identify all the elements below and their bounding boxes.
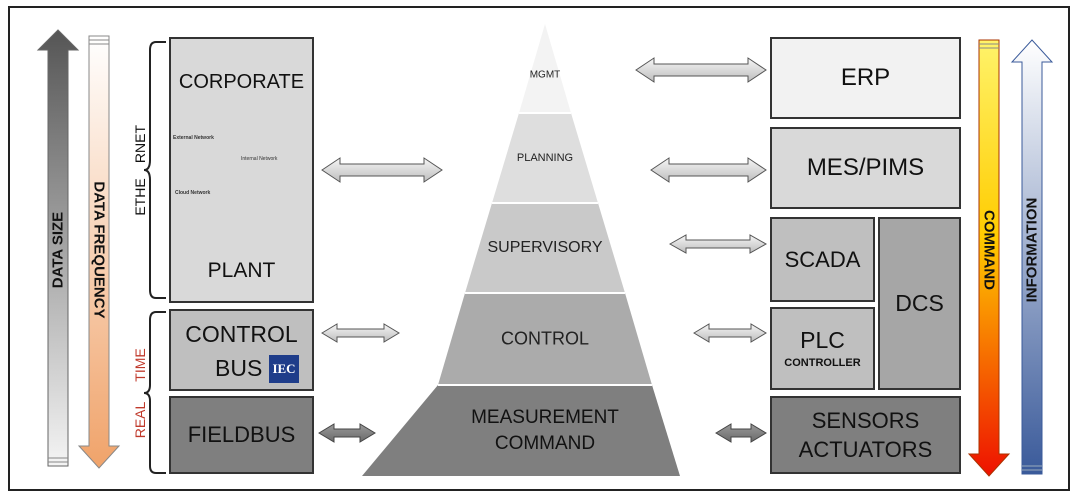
realtime-label-left: REAL: [132, 401, 148, 439]
plc-controller-label: CONTROLLER: [784, 357, 861, 370]
iec-logo-icon: IEC: [269, 355, 299, 383]
sensors-label: SENSORS: [811, 407, 920, 433]
pyramid-level-supervisory: [465, 203, 625, 293]
corporate-planning-arrow: [321, 157, 443, 183]
pyramid-level-planning: [492, 113, 598, 203]
realtime-label-right: TIME: [132, 348, 148, 382]
mes-pims-label: MES/PIMS: [806, 154, 925, 182]
ethernet-label-left: ETHE: [132, 178, 148, 216]
corporate-label: CORPORATE: [178, 71, 305, 93]
fieldbus-label: FIELDBUS: [187, 422, 296, 448]
internal-network-label: Internal Network: [241, 156, 278, 162]
measurement-sensors-arrow: [715, 423, 767, 443]
supervisory-scada-arrow: [668, 234, 768, 254]
ethernet-label-right: RNET: [132, 124, 148, 164]
dcs-box: DCS: [878, 217, 961, 390]
plc-label: PLC: [800, 326, 845, 353]
pyramid-label-supervisory: SUPERVISORY: [487, 239, 603, 256]
actuators-label: ACTUATORS: [798, 437, 933, 462]
data-frequency-arrow: [77, 35, 121, 469]
sensors-actuators-box: SENSORS ACTUATORS: [770, 396, 961, 474]
information-arrow-stripes: [1022, 465, 1042, 471]
control-bus-box: CONTROL BUS IEC: [169, 309, 314, 391]
scada-label: SCADA: [784, 246, 861, 272]
fieldbus-box: FIELDBUS: [169, 396, 314, 474]
erp-box: ERP: [770, 37, 961, 119]
mgmt-erp-arrow: [635, 57, 767, 83]
mes-pims-box: MES/PIMS: [770, 127, 961, 209]
dcs-label: DCS: [895, 290, 944, 317]
command-arrow-stripes: [979, 43, 999, 49]
data-frequency-label: DATA FREQUENCY: [90, 181, 108, 319]
command-label: COMMAND: [980, 210, 998, 290]
pyramid-label-control: CONTROL: [500, 328, 590, 349]
data-size-label: DATA SIZE: [49, 211, 67, 289]
pyramid-level-control: [438, 293, 652, 385]
pyramid-level-measurement: [362, 385, 680, 476]
controlbus-control-arrow: [321, 323, 400, 343]
pyramid-label-command: COMMAND: [494, 433, 596, 454]
pyramid: [362, 24, 680, 476]
external-network-label: External Network: [173, 135, 214, 141]
planning-mes-arrow: [650, 157, 767, 183]
command-arrow: [967, 39, 1011, 477]
control-plc-arrow: [693, 323, 767, 343]
scada-box: SCADA: [770, 217, 875, 302]
pyramid-level-mgmt: [519, 24, 571, 113]
data-frequency-arrow-stripes: [89, 39, 109, 45]
plant-label: PLANT: [207, 259, 276, 282]
pyramid-label-mgmt: MGMT: [529, 69, 561, 81]
diagram-frame: [8, 6, 1070, 491]
information-label: INFORMATION: [1023, 197, 1041, 303]
fieldbus-measurement-arrow: [318, 423, 376, 443]
information-arrow: [1010, 39, 1054, 475]
realtime-bracket: [143, 311, 166, 474]
control-bus-line2: BUS: [215, 355, 263, 381]
plc-box: PLC CONTROLLER: [770, 307, 875, 390]
data-size-arrow-stripes: [48, 457, 68, 463]
ethernet-bracket: [143, 41, 166, 299]
erp-label: ERP: [840, 64, 891, 92]
data-size-arrow: [36, 29, 80, 467]
corporate-plant-box: CORPORATE External Network Internal Netw…: [169, 37, 314, 303]
pyramid-label-planning: PLANNING: [516, 152, 574, 164]
pyramid-label-measurement: MEASUREMENT: [471, 407, 619, 428]
control-bus-line1: CONTROL: [185, 321, 298, 347]
cloud-network-label: Cloud Network: [175, 190, 211, 196]
